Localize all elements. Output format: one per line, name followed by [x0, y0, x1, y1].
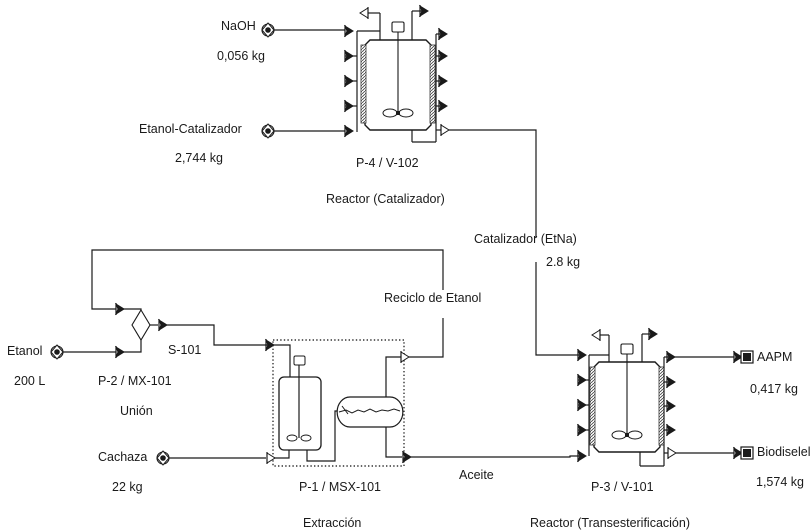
stream-catalizador-upper: [449, 129, 537, 238]
label-etanol: Etanol: [7, 344, 42, 358]
input-etanol[interactable]: [50, 344, 64, 360]
reactor-p3-v101[interactable]: [577, 327, 677, 467]
input-etanol-catalizador[interactable]: [261, 123, 275, 139]
input-cachaza[interactable]: [156, 450, 170, 466]
label-etanol-catalizador-amount: 2,744 kg: [175, 151, 223, 165]
label-p2-id: P-2 / MX-101: [98, 374, 172, 388]
label-p3-name: Reactor (Transesterificación): [530, 516, 690, 530]
label-etanol-amount: 200 L: [14, 374, 45, 388]
output-connector-icon: [740, 350, 754, 364]
input-naoh[interactable]: [261, 22, 275, 38]
label-biodiesel: Biodiselel: [757, 445, 811, 459]
label-p4-id: P-4 / V-102: [356, 156, 419, 170]
input-connector-icon: [50, 344, 64, 360]
input-connector-icon: [156, 450, 170, 466]
label-naoh: NaOH: [221, 19, 256, 33]
mixer-p2-mx101[interactable]: [115, 302, 168, 359]
label-p1-name: Extracción: [303, 516, 361, 530]
stream-reciclo-etanol-lower: [409, 318, 444, 358]
stream-catalizador-lower: [535, 262, 580, 356]
label-naoh-amount: 0,056 kg: [217, 49, 265, 63]
mixer-settler-p1-msx101[interactable]: [265, 338, 412, 467]
input-connector-icon: [261, 22, 275, 38]
label-aapm-amount: 0,417 kg: [750, 382, 798, 396]
stream-s101: [167, 324, 268, 346]
label-etanol-catalizador: Etanol-Catalizador: [139, 122, 242, 136]
label-s101: S-101: [168, 343, 201, 357]
output-biodiesel[interactable]: [740, 446, 754, 460]
label-catalizador-stream: Catalizador (EtNa): [474, 232, 577, 246]
label-cachaza-amount: 22 kg: [112, 480, 143, 494]
label-cachaza: Cachaza: [98, 450, 147, 464]
output-aapm[interactable]: [740, 350, 754, 364]
label-p1-id: P-1 / MSX-101: [299, 480, 381, 494]
label-aceite: Aceite: [459, 468, 494, 482]
label-p2-name: Unión: [120, 404, 153, 418]
output-connector-icon: [740, 446, 754, 460]
label-p4-name: Reactor (Catalizador): [326, 192, 445, 206]
label-biodiesel-amount: 1,574 kg: [756, 475, 804, 489]
label-catalizador-amount: 2.8 kg: [546, 255, 580, 269]
label-reciclo-etanol: Reciclo de Etanol: [384, 291, 481, 305]
label-aapm: AAPM: [757, 350, 792, 364]
reactor-p4-v102[interactable]: [344, 4, 450, 143]
label-p3-id: P-3 / V-101: [591, 480, 654, 494]
input-connector-icon: [261, 123, 275, 139]
stream-aceite: [411, 455, 580, 458]
stream-reciclo-etanol: [91, 249, 444, 310]
